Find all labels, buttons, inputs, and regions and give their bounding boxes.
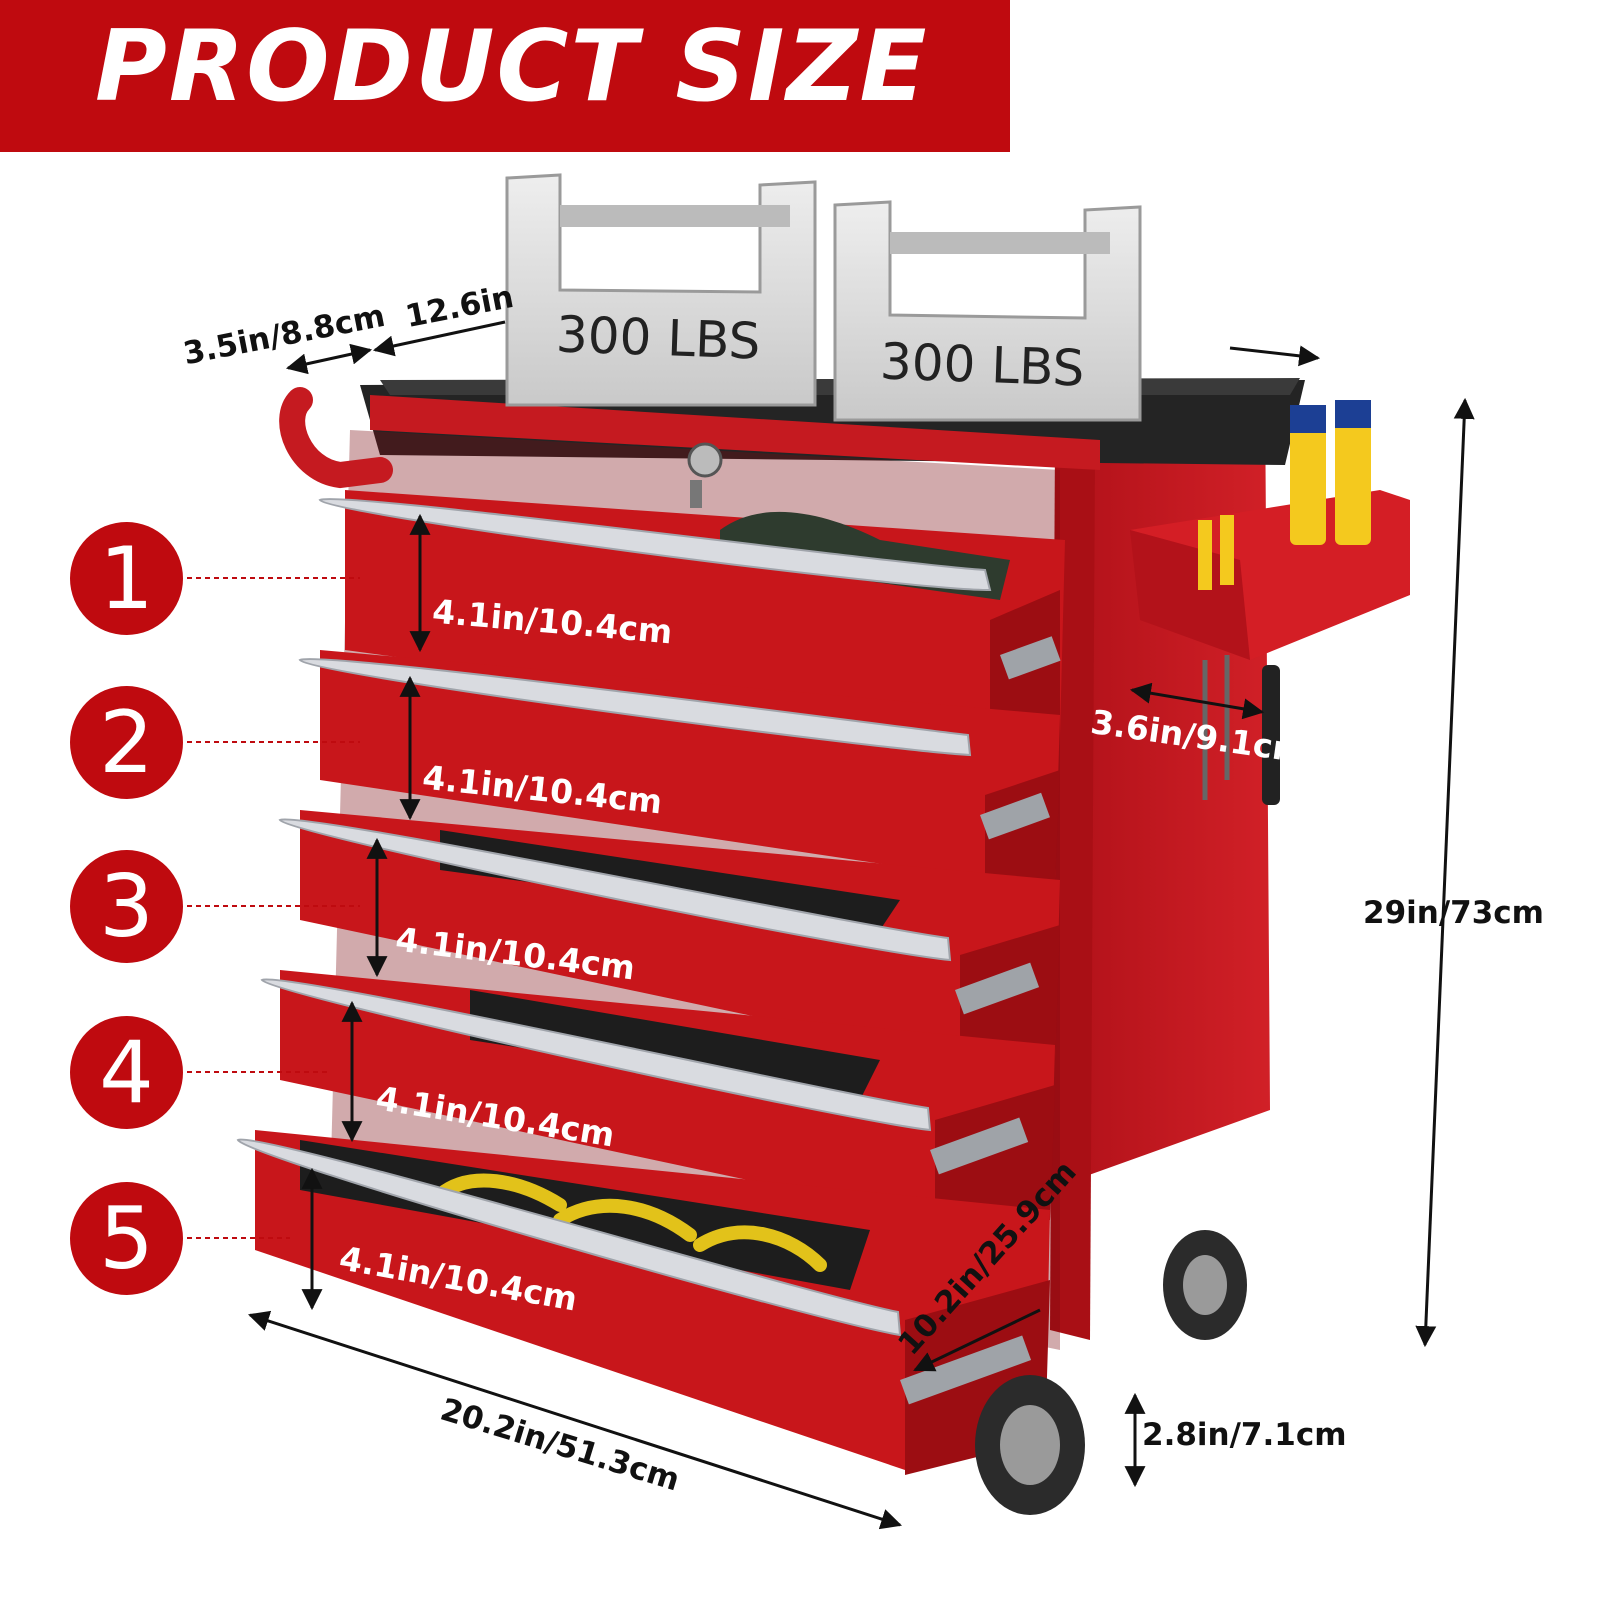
badge-leaders <box>187 577 360 1239</box>
drawer-slides <box>900 636 1061 1405</box>
dimension-lines <box>248 320 1475 1530</box>
spray-can-icon <box>1290 405 1326 545</box>
weight-block-1 <box>505 173 817 407</box>
key-icon <box>690 480 702 508</box>
screwdriver-icon <box>1198 520 1212 590</box>
weight-block-2 <box>833 200 1142 422</box>
drawer-badge-4: 4 <box>70 1016 183 1129</box>
drawer-badge-3: 3 <box>70 850 183 963</box>
drawer-badge-5: 5 <box>70 1182 183 1295</box>
drawer-badge-2: 2 <box>70 686 183 799</box>
weight-label-1: 300 LBS <box>555 305 762 371</box>
hammer-icon <box>1262 665 1280 805</box>
drawer-1 <box>318 490 1065 740</box>
lock-icon <box>687 442 723 478</box>
screwdriver-icon <box>1220 515 1234 585</box>
drawer-badge-1: 1 <box>70 522 183 635</box>
spray-can-icon <box>1335 400 1371 545</box>
caster-wheels <box>975 1230 1247 1515</box>
title-banner: PRODUCT SIZE <box>0 0 1010 152</box>
total-height-dimension: 29in/73cm <box>1363 895 1544 931</box>
weight-label-2: 300 LBS <box>879 332 1086 398</box>
drawer-4 <box>260 970 1055 1225</box>
push-handle <box>279 387 393 489</box>
banner-title: PRODUCT SIZE <box>95 10 929 124</box>
wheel-dimension: 2.8in/7.1cm <box>1142 1417 1347 1453</box>
